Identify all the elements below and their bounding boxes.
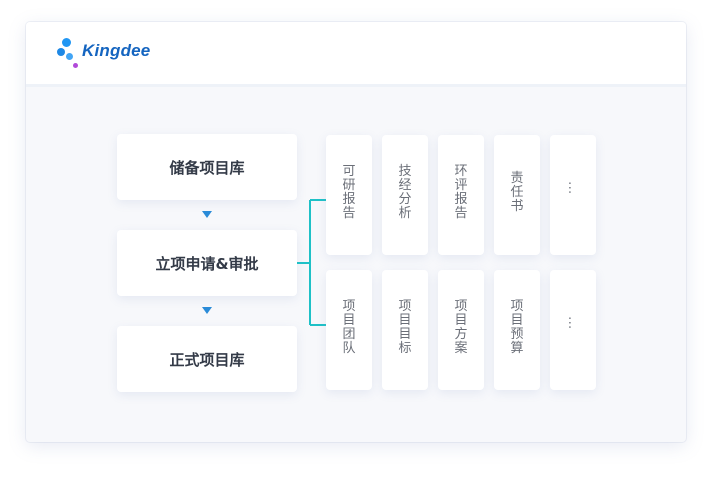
doc-card: 技经分析 bbox=[382, 135, 428, 255]
doc-label: 环评报告 bbox=[454, 164, 468, 221]
step-formal-project-pool: 正式项目库 bbox=[117, 326, 297, 392]
doc-card: 项目团队 bbox=[326, 270, 372, 390]
doc-card-more: ... bbox=[550, 270, 596, 390]
doc-card: 项目预算 bbox=[494, 270, 540, 390]
doc-label: 项目目标 bbox=[398, 299, 412, 356]
doc-label: 项目团队 bbox=[342, 299, 356, 356]
doc-label: 项目方案 bbox=[454, 299, 468, 356]
doc-label: 责任书 bbox=[510, 171, 524, 214]
diagram-card: Kingdee 储备项目库 立项申请&审批 正式项目库 可研报告 技经分析 环评… bbox=[26, 22, 686, 442]
logo-wordmark: Kingdee bbox=[82, 41, 151, 60]
more-ellipsis: ... bbox=[565, 316, 581, 330]
doc-card: 可研报告 bbox=[326, 135, 372, 255]
down-arrow-icon bbox=[202, 211, 212, 218]
doc-label: 项目预算 bbox=[510, 299, 524, 356]
down-arrow-icon bbox=[202, 307, 212, 314]
step-approval: 立项申请&审批 bbox=[117, 230, 297, 296]
doc-card: 环评报告 bbox=[438, 135, 484, 255]
kingdee-logo: Kingdee bbox=[54, 36, 184, 72]
header-bar: Kingdee bbox=[26, 22, 686, 87]
doc-card-more: ... bbox=[550, 135, 596, 255]
doc-card: 项目目标 bbox=[382, 270, 428, 390]
bracket-connector bbox=[297, 199, 326, 326]
logo-dot bbox=[66, 53, 73, 60]
doc-label: 可研报告 bbox=[342, 164, 356, 221]
doc-card: 项目方案 bbox=[438, 270, 484, 390]
logo-dot bbox=[57, 48, 65, 56]
doc-card: 责任书 bbox=[494, 135, 540, 255]
logo-dot bbox=[62, 38, 71, 47]
more-ellipsis: ... bbox=[565, 181, 581, 195]
step-reserve-project-pool: 储备项目库 bbox=[117, 134, 297, 200]
doc-label: 技经分析 bbox=[398, 164, 412, 221]
logo-dot bbox=[73, 63, 78, 68]
